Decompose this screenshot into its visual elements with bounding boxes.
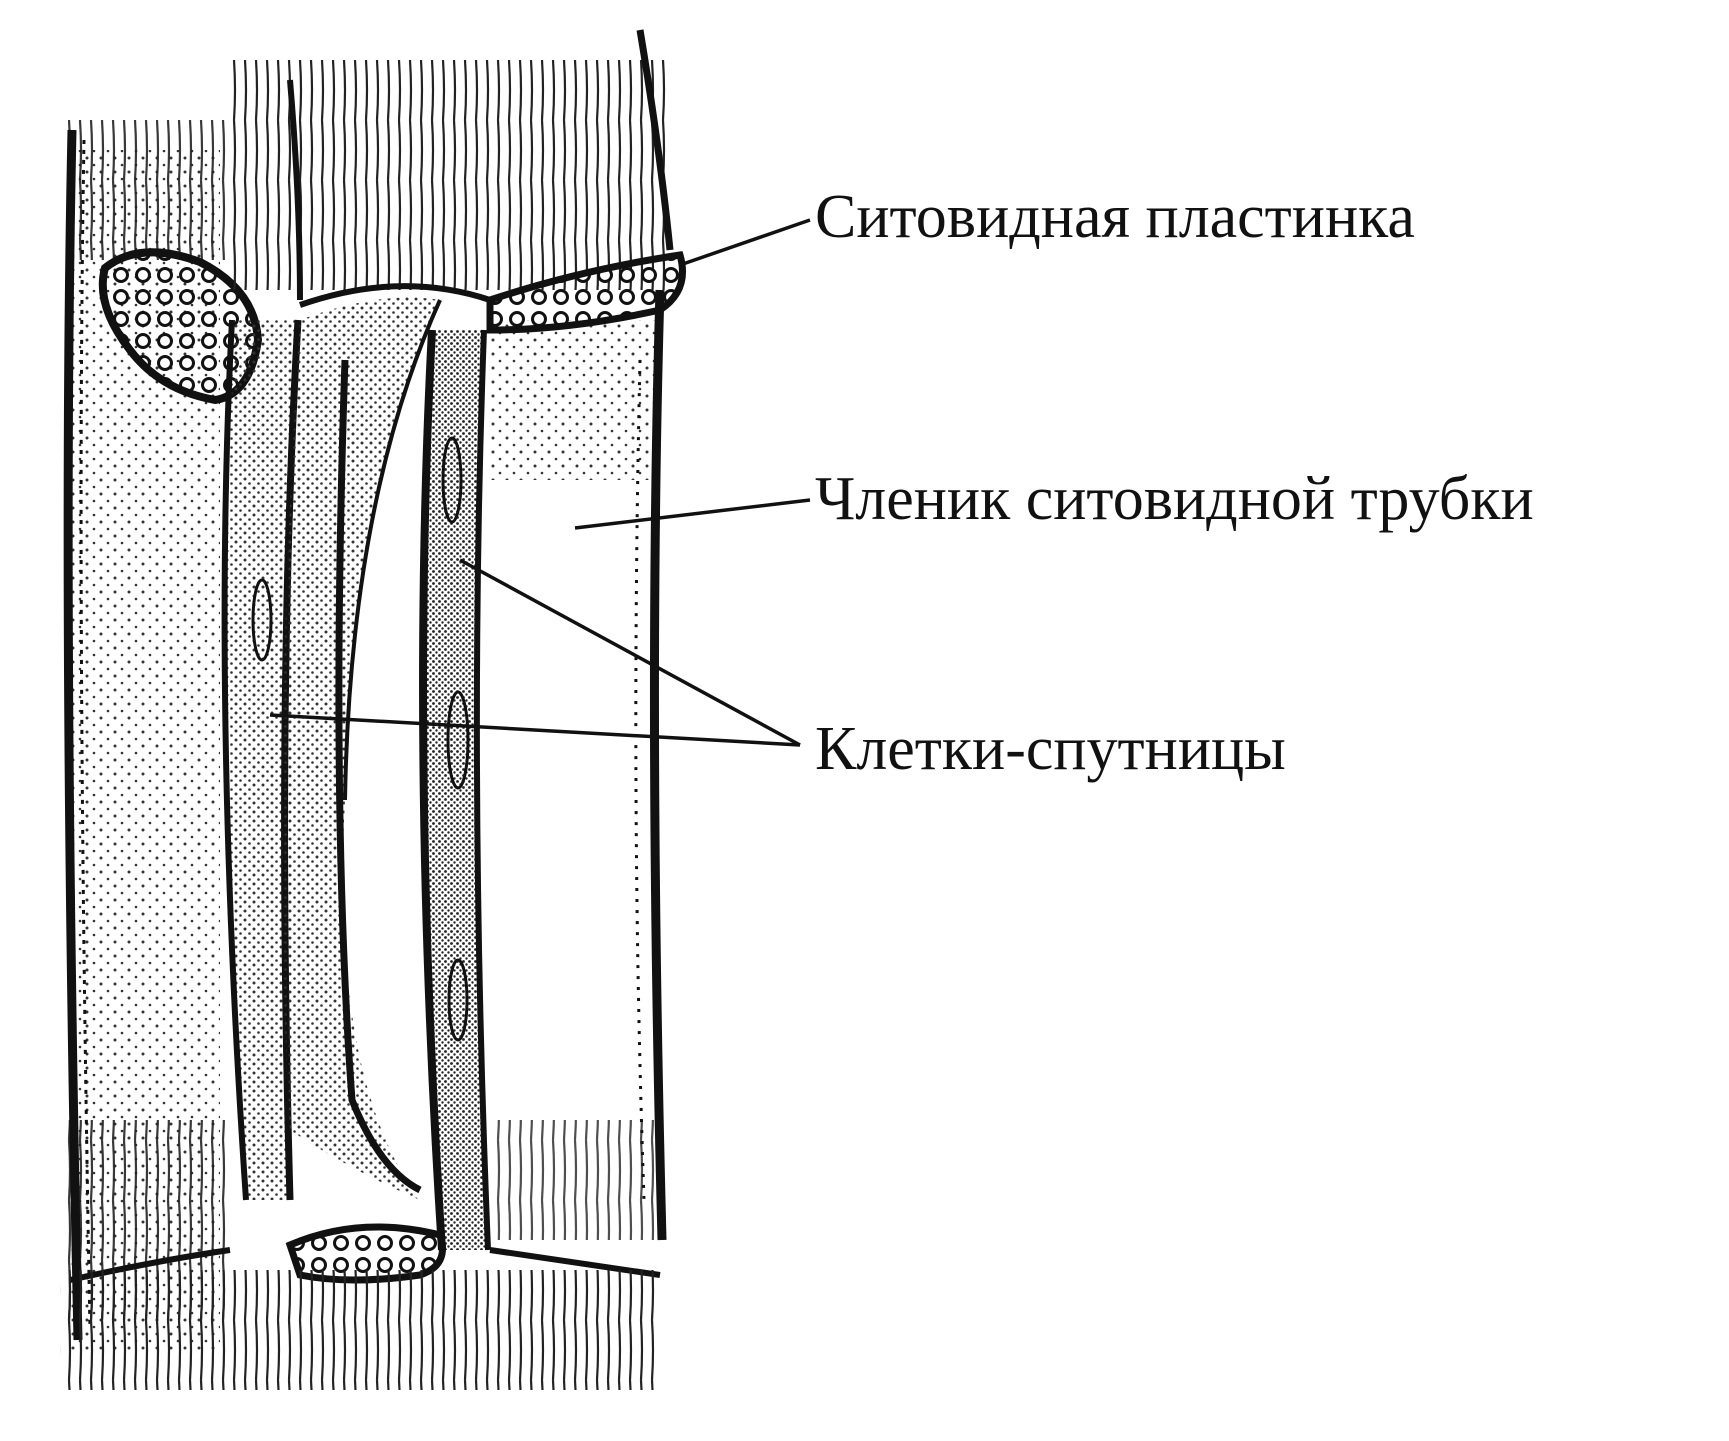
central-sieve-tube xyxy=(282,297,442,1200)
leader-sieve-tube-member xyxy=(574,498,811,530)
leader-lines xyxy=(269,218,811,747)
label-sieve-plate: Ситовидная пластинка xyxy=(815,183,1415,251)
label-sieve-tube-member: Членик ситовидной трубки xyxy=(815,465,1534,533)
lower-cell-ends xyxy=(60,1270,660,1390)
leader-companion-left xyxy=(269,713,801,747)
sieve-plate-top xyxy=(299,251,686,334)
upper-cell-ends xyxy=(230,29,674,301)
leader-companion-right xyxy=(459,558,801,747)
right-sieve-tube-member xyxy=(490,289,667,1241)
companion-cell-right xyxy=(419,329,491,1251)
label-companion-cells: Клетки-спутницы xyxy=(815,715,1286,783)
leader-sieve-plate xyxy=(679,218,811,267)
